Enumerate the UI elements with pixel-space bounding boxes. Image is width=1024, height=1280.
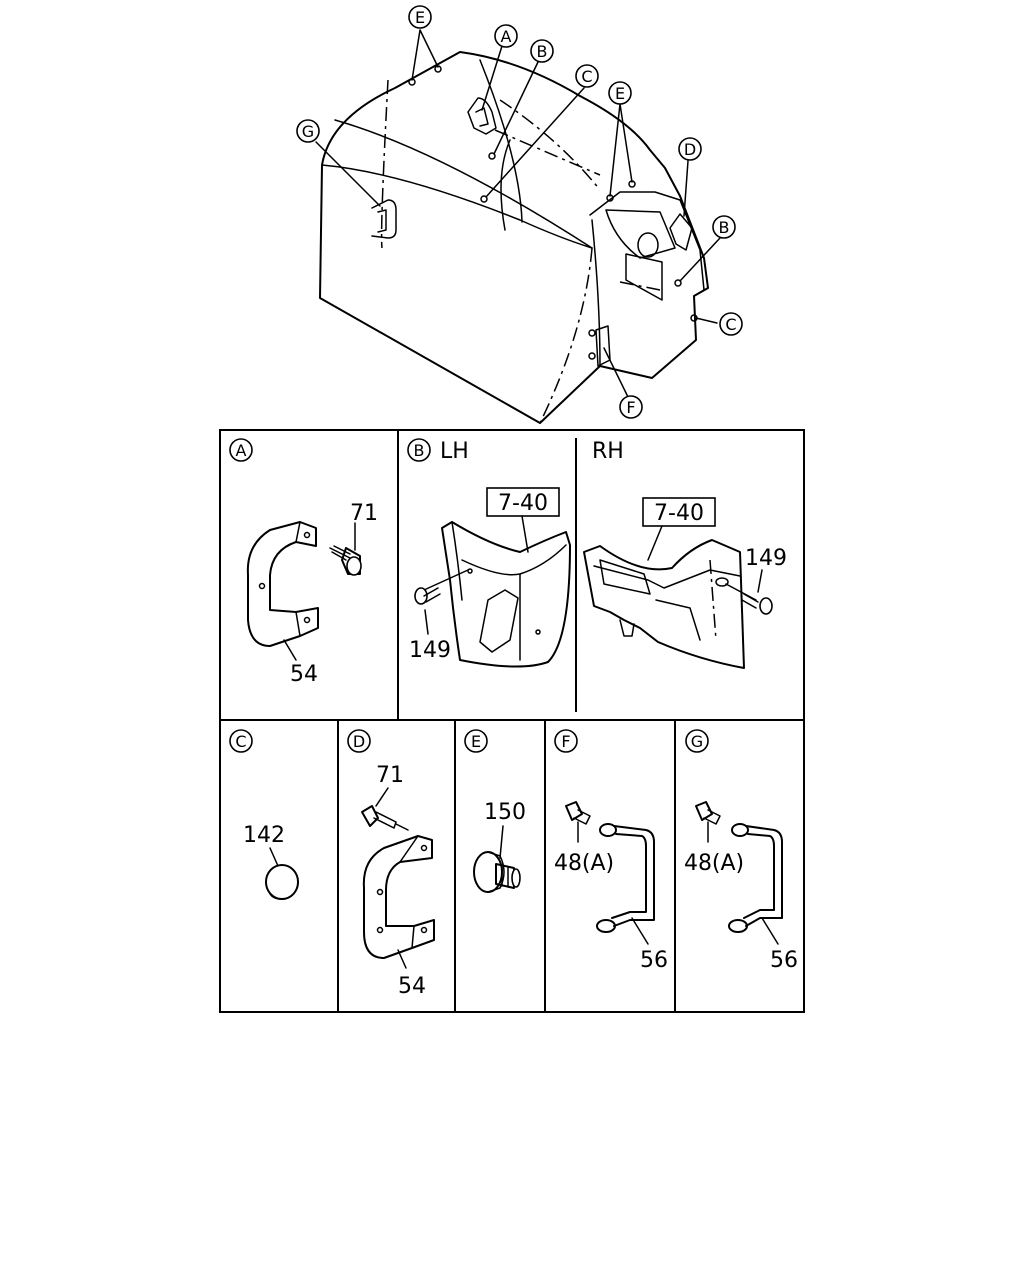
panel-e-letter: E [464,729,488,753]
ref-7-40-lh: 7-40 [498,491,548,516]
callout-d: D [678,137,702,161]
grab-handle-54-d [362,835,435,959]
svg-text:E: E [415,8,425,27]
callout-f: F [619,395,643,419]
ref-box-lh [486,487,560,517]
callout-b-right: B [712,215,736,239]
callout-e-left: E [408,5,432,29]
clip-150 [473,851,521,893]
svg-text:F: F [561,732,570,751]
screw-149-rh [725,583,773,615]
svg-text:G: G [302,122,314,141]
label-150: 150 [484,800,526,825]
label-71-a: 71 [350,501,378,526]
panel-a-letter: A [229,438,253,462]
panel-f-letter: F [554,729,578,753]
panel-e: E 150 [464,729,526,893]
svg-text:D: D [353,732,365,751]
ref-box-rh [642,497,716,527]
svg-text:D: D [684,140,696,159]
label-48-suffix-f: (A) [582,851,614,876]
svg-text:F: F [626,398,635,417]
label-142: 142 [243,823,285,848]
label-56-g: 56 [770,948,798,973]
svg-text:C: C [235,732,246,751]
label-56-f: 56 [640,948,668,973]
svg-text:A: A [236,441,247,460]
svg-text:B: B [537,42,548,61]
panel-b: B LH RH 7-40 149 [407,438,787,669]
label-54-a: 54 [290,662,318,687]
callout-c-left: C [575,64,599,88]
svg-text:A: A [501,27,512,46]
detail-grid [219,429,805,1013]
panel-d: D 71 54 [347,729,435,999]
svg-text:E: E [615,84,625,103]
panel-c-letter: C [229,729,253,753]
bolt-71-d [361,805,409,831]
screw-149-lh [414,569,469,605]
callout-c-right: C [719,312,743,336]
panel-c: C 142 [229,729,299,900]
panel-a: A 71 54 [229,438,378,687]
panel-g: G 48 (A) 56 [684,729,798,973]
callout-b-left: B [530,39,554,63]
panel-d-letter: D [347,729,371,753]
panel-b-letter: B [407,438,431,462]
label-149-lh: 149 [409,638,451,663]
label-rh: RH [592,439,624,464]
label-48-g: 48 [684,851,712,876]
svg-text:C: C [581,67,592,86]
label-48-f: 48 [554,851,582,876]
ref-7-40-rh: 7-40 [654,501,704,526]
bolt-71-a [329,545,362,576]
label-48-suffix-g: (A) [712,851,744,876]
plug-142 [265,864,299,900]
svg-text:B: B [414,441,425,460]
callout-e-right: E [608,81,632,105]
label-lh: LH [440,439,469,464]
panel-f: F 48 (A) 56 [554,729,668,973]
trim-panel-lh [441,521,571,668]
panel-g-letter: G [685,729,709,753]
svg-text:C: C [725,315,736,334]
label-54-d: 54 [398,974,426,999]
grab-handle-54 [246,521,319,647]
svg-text:G: G [691,732,703,751]
svg-text:B: B [719,218,730,237]
callout-g: G [296,119,320,143]
grab-rail-56-g [728,823,783,933]
label-71-d: 71 [376,763,404,788]
callout-a: A [494,24,518,48]
bolt-48-g [695,801,721,825]
label-149-rh: 149 [745,546,787,571]
trim-panel-rh [583,539,745,669]
bolt-48-f [565,801,591,825]
svg-text:E: E [471,732,481,751]
grab-rail-56-f [596,823,655,933]
cab-overview: E A B C E D B C G F [296,5,743,424]
